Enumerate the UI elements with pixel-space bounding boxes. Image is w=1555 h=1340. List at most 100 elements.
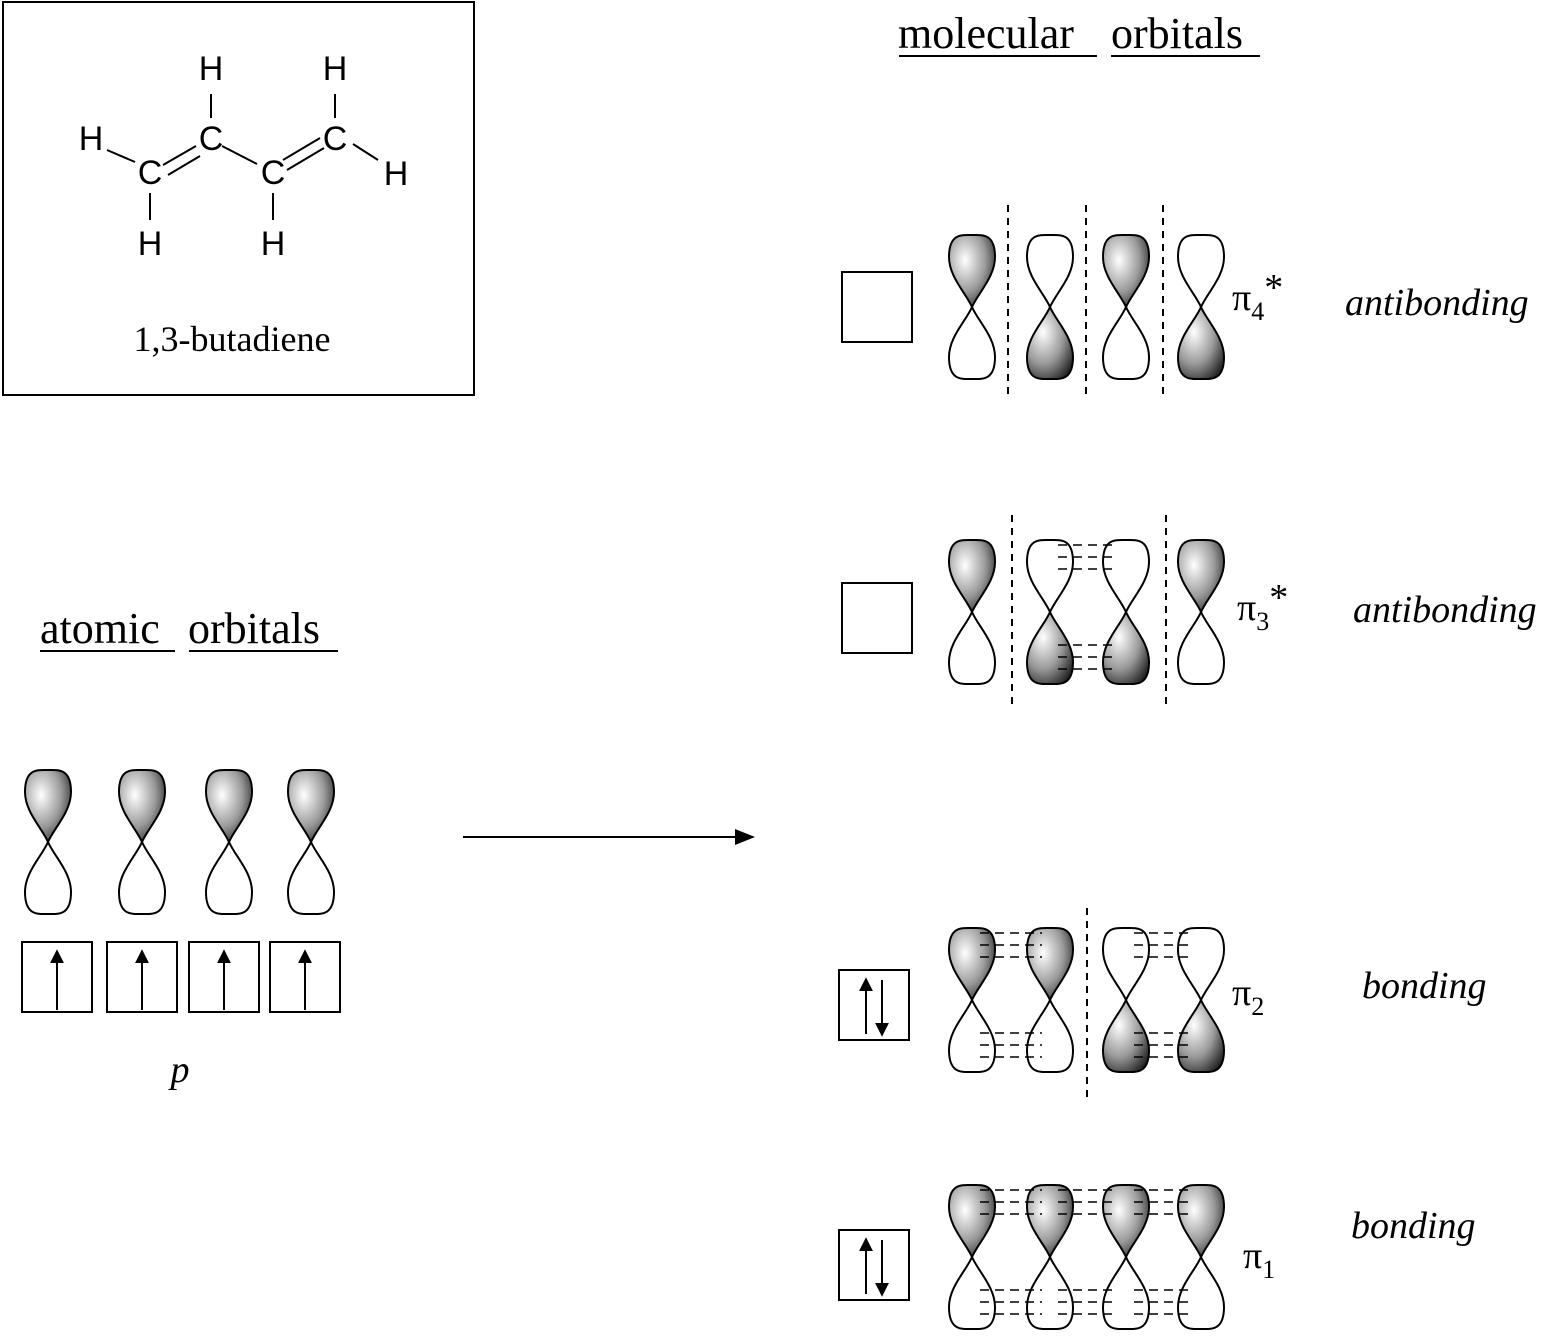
pi2-orbital-4 bbox=[1176, 926, 1226, 1074]
heading-atomic: atomic bbox=[40, 604, 160, 653]
pi1-orbital-1-top-lobe bbox=[947, 1183, 997, 1260]
pi2-level bbox=[838, 908, 1226, 1100]
pi1-orbital-3-bottom-lobe bbox=[1101, 1254, 1151, 1331]
pi2-orbital-1-top-lobe bbox=[947, 926, 997, 1003]
molecule-bonds bbox=[106, 94, 379, 220]
pi1-orbital-4-bottom-lobe bbox=[1176, 1254, 1226, 1331]
pi4-orbital-3-top-lobe bbox=[1101, 233, 1151, 310]
pi3-orbital-2-top-lobe bbox=[1025, 538, 1075, 615]
heading-molecular: molecular bbox=[898, 9, 1074, 58]
atomic-electron-box-1 bbox=[21, 941, 93, 1013]
pi4-electron-box bbox=[841, 271, 913, 343]
atomic-p-orbital-1 bbox=[23, 768, 73, 916]
pi1-level bbox=[838, 1183, 1226, 1331]
atom-c4: C bbox=[323, 120, 348, 158]
atomic-p-orbital-3-bottom-lobe bbox=[204, 839, 254, 916]
pi1-orbital-2-top-lobe bbox=[1025, 1183, 1075, 1260]
pi1-electron-box bbox=[838, 1229, 910, 1301]
pi2-orbital-3-top-lobe bbox=[1101, 926, 1151, 1003]
pi4-electron-box-frame bbox=[841, 271, 913, 343]
pi2-electron-box bbox=[838, 969, 910, 1041]
pi3-subscript: 3 bbox=[1256, 607, 1269, 636]
atomic-orbitals bbox=[23, 768, 336, 916]
pi4-orbital-4 bbox=[1176, 233, 1226, 381]
pi2-orbital-2-top-lobe bbox=[1025, 926, 1075, 1003]
pi1-overlap-top-3 bbox=[1134, 1189, 1193, 1215]
pi3-label: π3* bbox=[1237, 577, 1288, 636]
pi2-overlap-bottom-2 bbox=[1134, 1032, 1193, 1058]
atomic-electron-box-2 bbox=[106, 941, 178, 1013]
pi3-orbital-4 bbox=[1176, 538, 1226, 686]
molecule-name: 1,3-butadiene bbox=[134, 319, 331, 359]
pi2-label: π2 bbox=[1232, 972, 1264, 1021]
pi1-overlap-bottom-1 bbox=[980, 1289, 1042, 1315]
pi2-orbital-2 bbox=[1025, 926, 1075, 1074]
pi4-orbital-3 bbox=[1101, 233, 1151, 381]
atomic-electron-box-3 bbox=[188, 941, 260, 1013]
atom-h2: H bbox=[199, 50, 224, 88]
pi4-orbital-1-top-lobe bbox=[947, 233, 997, 310]
pi3-orbital-1 bbox=[947, 538, 997, 686]
pi2-overlap-bottom-1 bbox=[980, 1032, 1042, 1058]
level-types: antibonding antibonding bonding bonding bbox=[1345, 282, 1537, 1247]
pi1-overlap-bottom-3 bbox=[1134, 1289, 1193, 1315]
pi3-orbital-4-bottom-lobe bbox=[1176, 609, 1226, 686]
pi1-orbital-4 bbox=[1176, 1183, 1226, 1331]
pi4-orbital-3-bottom-lobe bbox=[1101, 304, 1151, 381]
atom-c2: C bbox=[199, 120, 224, 158]
pi3-orbital-3-top-lobe bbox=[1101, 538, 1151, 615]
atomic-p-orbital-1-top-lobe bbox=[23, 768, 73, 845]
atomic-p-orbital-1-bottom-lobe bbox=[23, 839, 73, 916]
atom-c3: C bbox=[261, 154, 286, 192]
pi2-orbital-4-bottom-lobe bbox=[1176, 997, 1226, 1074]
heading-orbitals-mo: orbitals bbox=[1111, 9, 1243, 58]
pi2-orbital-4-top-lobe bbox=[1176, 926, 1226, 1003]
atomic-p-orbital-2-bottom-lobe bbox=[117, 839, 167, 916]
atomic-electron-box-4 bbox=[269, 941, 341, 1013]
heading-underlines bbox=[40, 55, 1260, 652]
level-labels: π4* π3* π2 π1 bbox=[1232, 267, 1288, 1284]
atomic-p-orbital-2 bbox=[117, 768, 167, 916]
atomic-p-orbital-4-bottom-lobe bbox=[286, 839, 336, 916]
pi1-orbital-2 bbox=[1025, 1183, 1075, 1331]
atomic-electron-boxes bbox=[21, 941, 341, 1013]
atom-h5: H bbox=[138, 225, 163, 263]
pi3-orbital-3 bbox=[1101, 538, 1151, 686]
pi1-type: bonding bbox=[1351, 1205, 1476, 1247]
pi2-orbital-3-bottom-lobe bbox=[1101, 997, 1151, 1074]
pi1-overlap-top-2 bbox=[1058, 1189, 1118, 1215]
pi4-orbital-2-bottom-lobe bbox=[1025, 304, 1075, 381]
pi4-symbol: π bbox=[1232, 277, 1251, 319]
pi2-electron-box-frame bbox=[838, 969, 910, 1041]
pi1-electron-box-frame bbox=[838, 1229, 910, 1301]
pi1-overlap-bottom-2 bbox=[1058, 1289, 1118, 1315]
pi2-orbital-1-bottom-lobe bbox=[947, 997, 997, 1074]
pi1-orbital-3-top-lobe bbox=[1101, 1183, 1151, 1260]
atom-h6: H bbox=[261, 225, 286, 263]
atom-c1: C bbox=[138, 154, 163, 192]
pi1-orbital-4-top-lobe bbox=[1176, 1183, 1226, 1260]
pi1-orbital-2-bottom-lobe bbox=[1025, 1254, 1075, 1331]
pi3-orbital-3-bottom-lobe bbox=[1101, 609, 1151, 686]
molecule-frame bbox=[2, 1, 475, 396]
pi3-orbital-4-top-lobe bbox=[1176, 538, 1226, 615]
molecule-atoms: C C C C H H H H H H bbox=[79, 50, 409, 263]
pi3-overlap-top-1 bbox=[1058, 544, 1118, 570]
headings: molecular orbitals atomic orbitals bbox=[40, 9, 1243, 653]
pi1-orbital-1 bbox=[947, 1183, 997, 1331]
pi3-type: antibonding bbox=[1353, 589, 1537, 631]
pi3-orbital-1-bottom-lobe bbox=[947, 609, 997, 686]
atomic-orbital-label: p bbox=[168, 1049, 190, 1091]
pi1-symbol: π bbox=[1243, 1235, 1262, 1277]
pi2-orbital-3 bbox=[1101, 926, 1151, 1074]
pi3-symbol: π bbox=[1237, 587, 1256, 629]
pi1-overlap-top-1 bbox=[980, 1189, 1042, 1215]
atom-h3: H bbox=[323, 50, 348, 88]
pi4-label: π4* bbox=[1232, 267, 1283, 326]
pi1-orbital-3 bbox=[1101, 1183, 1151, 1331]
molecule-panel: C C C C H H H H H H 1,3-butadiene bbox=[2, 1, 475, 396]
pi4-orbital-2-top-lobe bbox=[1025, 233, 1075, 310]
atomic-p-orbital-2-top-lobe bbox=[117, 768, 167, 845]
pi3-level bbox=[841, 515, 1226, 705]
